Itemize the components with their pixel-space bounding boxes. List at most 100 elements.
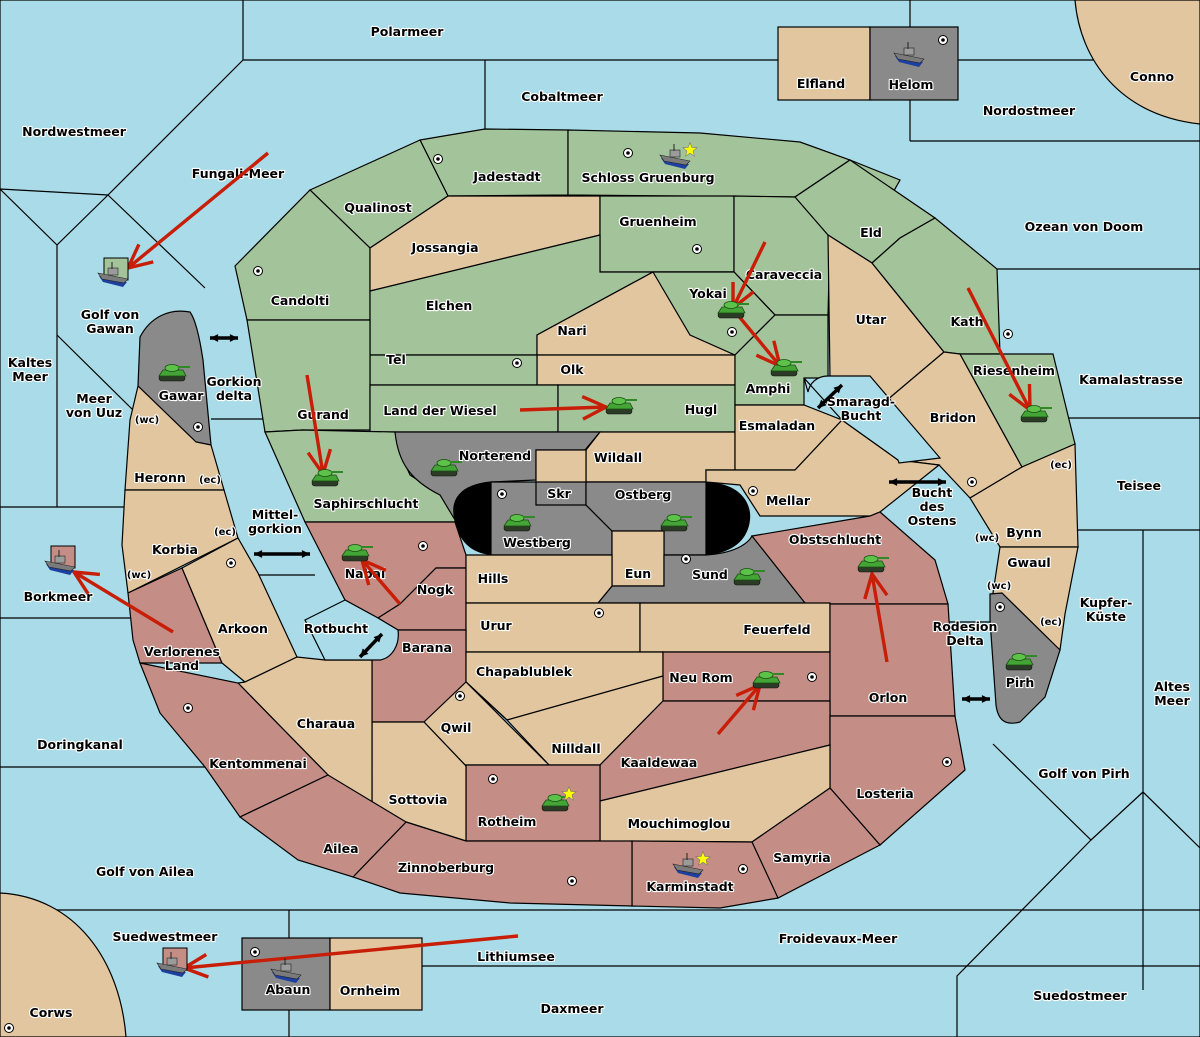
province-label-line: Karminstadt	[646, 879, 733, 894]
province-bynn[interactable]	[969, 443, 1079, 548]
army-unit-gawar[interactable]	[158, 364, 190, 382]
army-unit-nabai[interactable]	[341, 544, 373, 562]
province-label-line: Sund	[692, 567, 728, 582]
province-label-elfland: Elfland	[797, 76, 845, 91]
province-label-line: Qualinost	[344, 200, 411, 215]
province-gruenheim[interactable]	[599, 195, 735, 273]
province-label-line: Hills	[478, 571, 509, 586]
province-label-line: Eld	[860, 225, 882, 240]
province-label-line: Riesenheim	[973, 363, 1055, 378]
sea-label-line: Golf von Ailea	[96, 864, 194, 879]
province-corws[interactable]	[0, 892, 127, 1037]
supply-center-icon	[623, 148, 633, 158]
adjacency-arrows	[210, 334, 990, 703]
army-unit-westberg[interactable]	[503, 514, 535, 532]
army-unit-rotheim[interactable]	[541, 785, 577, 812]
supply-center-icon	[418, 541, 428, 551]
arrow-head	[360, 648, 369, 657]
army-unit-pirh[interactable]	[1005, 653, 1037, 671]
province-karminstadt[interactable]	[631, 840, 779, 909]
province-label-korbia: Korbia	[152, 542, 198, 557]
province-label-line: Abaun	[266, 982, 311, 997]
fleet-unit-suedwestmeer[interactable]	[156, 947, 188, 977]
province-label-line: Eun	[625, 566, 651, 581]
supply-center-icon	[738, 864, 748, 874]
province-ailea[interactable]	[238, 774, 407, 878]
arrow-head	[833, 385, 842, 394]
province-label-orlon: Orlon	[869, 690, 908, 705]
sea-label-line: gorkion	[248, 521, 302, 536]
province-zinnoberburg[interactable]	[351, 821, 633, 907]
sea-label-suedwestmeer: Suedwestmeer	[113, 929, 219, 944]
fleet-unit-fungali-meer[interactable]	[97, 257, 129, 287]
sea-label-line: Mittel-	[252, 507, 299, 522]
province-eun[interactable]	[611, 530, 665, 587]
province-label-ailea: Ailea	[323, 841, 358, 856]
tank-icon	[660, 514, 692, 532]
arrow-head	[981, 695, 990, 703]
fleet-unit-schloss-gruenburg[interactable]	[659, 141, 698, 170]
sea-label-polarmeer: Polarmeer	[371, 24, 445, 39]
sea-label-ozean-von-doom: Ozean von Doom	[1025, 219, 1144, 234]
province-label-line: Gruenheim	[619, 214, 696, 229]
province-label-line: Gwaul	[1007, 555, 1050, 570]
fleet-unit-karminstadt[interactable]	[672, 850, 711, 879]
tank-icon	[1020, 405, 1052, 423]
units	[44, 42, 1052, 983]
province-label-line: Jossangia	[410, 240, 478, 255]
province-label-karminstadt: Karminstadt	[646, 879, 733, 894]
province-label-line: Nari	[557, 323, 586, 338]
army-unit-obstschlucht[interactable]	[857, 555, 889, 573]
arrow-head	[229, 334, 238, 342]
sea-label-line: Gorkion	[206, 374, 261, 389]
province-label-gruenheim: Gruenheim	[619, 214, 696, 229]
province-label-nari: Nari	[557, 323, 586, 338]
province-rotheim[interactable]	[465, 764, 601, 842]
sea-label-line: Doringkanal	[37, 737, 123, 752]
province-verlorenes-land[interactable]	[127, 567, 223, 664]
battleship-icon	[97, 262, 129, 287]
sea-label-line: Froidevaux-Meer	[779, 931, 898, 946]
fleet-unit-helom[interactable]	[893, 42, 925, 67]
fleet-unit-borkmeer[interactable]	[44, 545, 76, 575]
supply-center-icon	[250, 947, 260, 957]
sea-label-daxmeer: Daxmeer	[540, 1001, 604, 1016]
tank-icon	[752, 671, 784, 689]
army-unit-riesenheim[interactable]	[1020, 405, 1052, 423]
province-label-gwaul: Gwaul	[1007, 555, 1050, 570]
fleet-unit-abaun[interactable]	[270, 958, 302, 983]
province-label-schloss-gruenburg: Schloss Gruenburg	[581, 170, 714, 185]
province-conno[interactable]	[1074, 0, 1200, 125]
supply-center-icon	[512, 358, 522, 368]
arrow-head	[210, 334, 219, 342]
double-arrow-icon	[889, 478, 946, 486]
province-label-caraveccia: Caraveccia	[746, 267, 822, 282]
province-label-line: Verlorenes	[144, 644, 220, 659]
sea-label-line: Bucht	[841, 408, 882, 423]
army-unit-ostberg[interactable]	[660, 514, 692, 532]
province-label-kath: Kath	[951, 314, 984, 329]
sea-label-nordwestmeer: Nordwestmeer	[22, 124, 127, 139]
sea-label-suedostmeer: Suedostmeer	[1033, 988, 1127, 1003]
province-gwaul[interactable]	[992, 546, 1079, 652]
province-label-line: Kentommenai	[209, 756, 307, 771]
army-unit-neu-rom[interactable]	[752, 671, 784, 689]
home-star-icon	[695, 850, 711, 866]
sea-label-line: delta	[216, 388, 252, 403]
army-unit-norterend[interactable]	[430, 459, 462, 477]
province-label-barana: Barana	[402, 640, 452, 655]
battleship-icon	[672, 853, 704, 878]
province-label-line: Amphi	[746, 381, 791, 396]
sea-label-line: Suedwestmeer	[113, 929, 219, 944]
army-unit-saphirschlucht[interactable]	[311, 469, 343, 487]
province-korbia[interactable]	[121, 489, 239, 594]
supply-center-icon	[4, 1023, 14, 1033]
sea-rotbucht[interactable]	[304, 599, 399, 661]
army-unit-amphi[interactable]	[770, 359, 802, 377]
army-unit-sund[interactable]	[733, 568, 765, 586]
army-unit-hugl[interactable]	[605, 397, 637, 415]
sea-smaragd-bucht[interactable]	[803, 375, 942, 464]
army-unit-yokai[interactable]	[717, 301, 749, 319]
supply-center-icon	[193, 422, 203, 432]
